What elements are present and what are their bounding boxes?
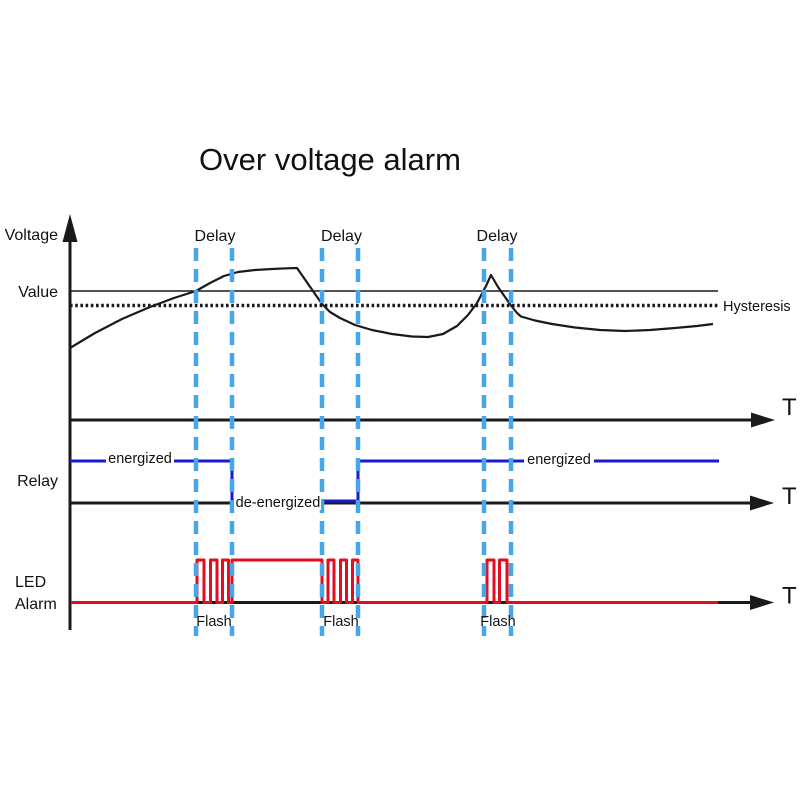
led-signal-group [71,558,718,604]
led-axis-arrowhead-icon [750,595,774,610]
delay-label-1: Delay [195,228,236,245]
voltage-curve [69,266,714,349]
delay-label-2: Delay [321,228,362,245]
energized-label-1: energized [108,451,172,467]
energized-label-2: energized [527,452,591,468]
delay-guides-group [193,248,514,636]
led-signal [71,558,718,604]
hysteresis-label: Hysteresis [723,299,791,315]
energized-label-mask-1 [106,449,174,466]
delay-label-3: Delay [477,228,518,245]
relay-label: Relay [17,473,58,490]
voltage-axis-arrowhead-icon [62,214,78,242]
led-label-line2: Alarm [15,596,57,613]
value-label: Value [18,284,58,301]
flash-label-3: Flash [480,614,515,630]
energized-label-mask-2 [524,450,594,467]
time-label-2: T [782,483,797,510]
page-title: Over voltage alarm [199,142,461,177]
de-energized-label-mask [234,493,321,510]
led-label-line1: LED [15,574,46,591]
de-energized-label: de-energized [236,495,321,511]
flash-label-2: Flash [323,614,358,630]
flash-label-1: Flash [196,614,231,630]
relay-signal [70,459,719,503]
relay-axis-arrowhead-icon [750,495,774,511]
time-axis-arrowhead-1-icon [751,412,775,428]
time-label-1: T [782,394,797,421]
voltage-curve-group [69,266,714,349]
time-label-3: T [782,583,797,610]
relay-signal-group [70,459,719,503]
voltage-axis-label: Voltage [5,227,58,244]
